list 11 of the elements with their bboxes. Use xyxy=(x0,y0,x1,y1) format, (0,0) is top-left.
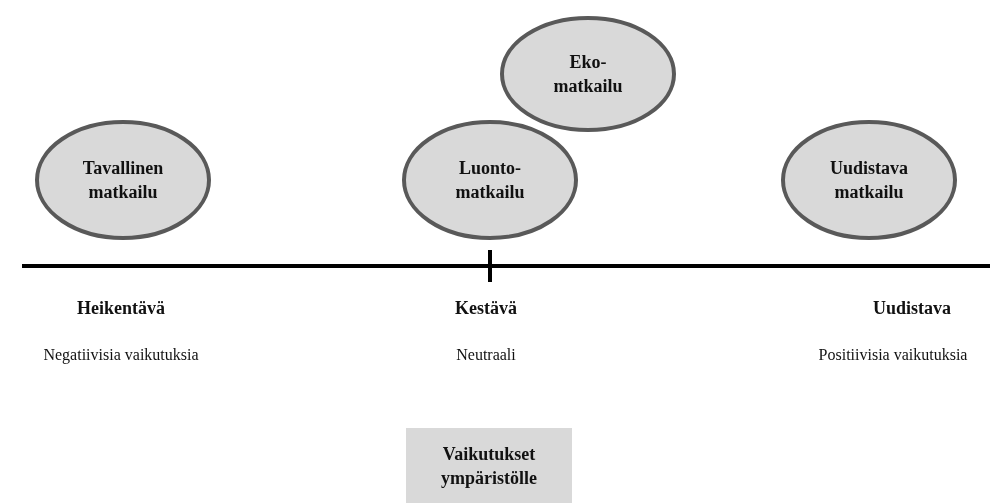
ellipse-node: Luonto- matkailu xyxy=(402,120,578,240)
scale-description: Negatiivisia vaikutuksia xyxy=(43,346,199,364)
scale-description: Neutraali xyxy=(456,346,516,364)
scale-heading: Heikentävä xyxy=(77,298,165,319)
label-box: Vaikutukset ympäristölle xyxy=(406,428,572,503)
ellipse-node: Eko- matkailu xyxy=(500,16,676,132)
ellipse-node: Tavallinen matkailu xyxy=(35,120,211,240)
scale-heading: Kestävä xyxy=(455,298,517,319)
scale-heading: Uudistava xyxy=(873,298,951,319)
ellipse-node: Uudistava matkailu xyxy=(781,120,957,240)
scale-description: Positiivisia vaikutuksia xyxy=(818,346,968,364)
